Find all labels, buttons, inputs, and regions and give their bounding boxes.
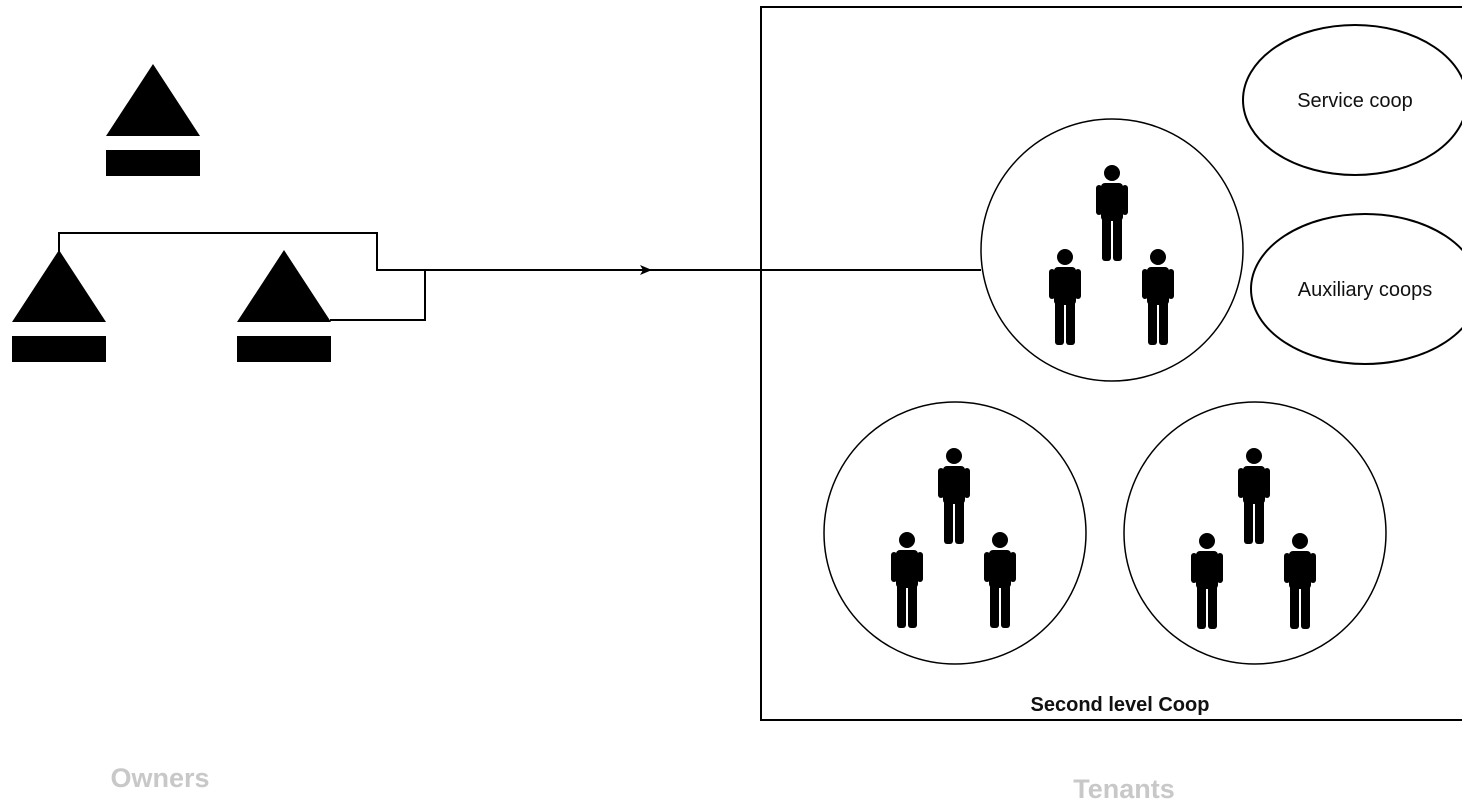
- auxiliary-coops-label: Auxiliary coops: [1298, 279, 1433, 301]
- second-level-coop-container: [760, 6, 1462, 721]
- member-coop-top: [980, 118, 1244, 382]
- service-coop-ellipse: [1242, 24, 1462, 176]
- owner-icon-right: [237, 250, 331, 362]
- auxiliary-coops-ellipse: [1250, 213, 1462, 365]
- owner-icon-top: [106, 64, 200, 176]
- member-coop-bottom-right: [1123, 401, 1387, 665]
- member-coop-bottom-left: [823, 401, 1087, 665]
- owners-label: Owners: [110, 763, 209, 793]
- owner-icon-left: [12, 250, 106, 362]
- container-label: Second level Coop: [1031, 694, 1210, 716]
- service-coop-label: Service coop: [1297, 90, 1413, 112]
- tenants-label: Tenants: [1073, 774, 1175, 802]
- owners-connector: [58, 232, 426, 321]
